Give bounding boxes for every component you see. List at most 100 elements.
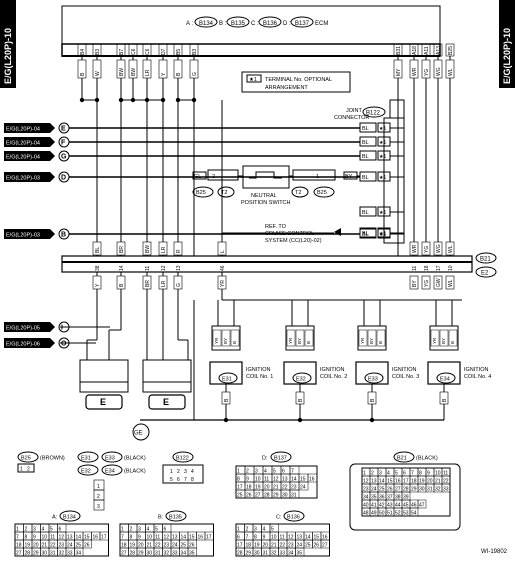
b137-pin: 9 (246, 477, 249, 483)
coil-title-1: IGNITION (464, 367, 488, 373)
coil-pin-wire: B (232, 341, 237, 344)
ref-letter: D (61, 175, 66, 182)
joint-connector-id: B122 (366, 111, 381, 117)
ref-tag-label: E/G(L20P)-04 (6, 141, 40, 147)
b134-pin: 10 (42, 535, 48, 541)
cruise-ref-2: CRUISE CONTROL (265, 231, 314, 237)
svg-text:A :: A : (186, 21, 193, 27)
wire-color-box (445, 275, 455, 290)
ecm-pin-label: C6 (145, 48, 151, 55)
b21-pin: 45 (403, 503, 409, 509)
legend-conn-id: E34 (105, 469, 115, 475)
b137-pin: 11 (264, 477, 269, 483)
coil-pin-box (376, 329, 386, 347)
legend-conn-id: B136 (287, 515, 300, 521)
b21-pin: 5 (395, 471, 398, 477)
b136-pin: 8 (254, 535, 257, 541)
ecm-pin-label: B7 (119, 49, 125, 55)
ground-label: E (100, 397, 106, 407)
ref-letter: B (61, 232, 66, 239)
b135-pin: 4 (147, 527, 150, 533)
coil-title-2: COIL No. 4 (464, 374, 491, 380)
wire-color-label: W (95, 71, 101, 76)
b135-pin: 27 (121, 551, 127, 557)
b137-pin: 26 (246, 493, 252, 499)
coil-pin-box (286, 329, 296, 347)
wire-color-box (158, 241, 168, 256)
b21-pin: 13 (371, 479, 377, 485)
b122-pin: 2 (177, 469, 180, 475)
wire-color-box (173, 241, 183, 256)
b136-pin: 28 (237, 551, 243, 557)
wire-color-label: B (442, 398, 448, 402)
bl-label: BL (362, 231, 369, 237)
b122-pin: 3 (184, 469, 187, 475)
b134-outline (14, 523, 109, 557)
b135-pin: 31 (155, 551, 161, 557)
nps-left-wire: GL (194, 174, 201, 180)
b135-pin: 6 (164, 527, 167, 533)
b137-pin: 19 (255, 485, 261, 491)
wire-color-label: GW (436, 278, 442, 287)
b136-pin: 11 (280, 535, 285, 541)
e2-label: E2 (481, 271, 489, 277)
bl-label: BL (362, 210, 369, 216)
b134-pin: 32 (59, 551, 65, 557)
b21-pin: 39 (403, 495, 409, 501)
wire-color-label: WR (412, 67, 418, 76)
wire-color-label: YR (220, 280, 226, 287)
b21-pin: 2 (371, 471, 374, 477)
b137-pin: 8 (237, 477, 240, 483)
coil-connector (285, 325, 315, 351)
b137-pin: 21 (273, 485, 279, 491)
b136-outline (235, 523, 330, 557)
b134-pin: 28 (25, 551, 31, 557)
b136-pin: 29 (246, 551, 252, 557)
b21-pin: 43 (387, 503, 393, 509)
wire-color-label: B (119, 283, 125, 287)
b122-pin: 5 (170, 477, 173, 483)
b25-body (17, 463, 35, 473)
b137-pin: 2 (246, 469, 249, 475)
b21-color: (BLACK) (416, 456, 438, 462)
coil-pin-wire: BY (223, 338, 228, 344)
harness-pin-label: 12 (161, 265, 167, 271)
legend-conn-ellipse (77, 451, 99, 463)
b21-pin: 49 (371, 511, 377, 517)
ref-tag-label: E/G(L20P)-03 (6, 233, 40, 239)
pin-cell (82, 539, 92, 549)
b21-pin: 42 (379, 503, 385, 509)
legend-conn-id: E32 (81, 469, 91, 475)
bl-box (359, 150, 377, 161)
coil-pin-wire: BY (441, 338, 446, 344)
legend-conn-id: B137 (274, 456, 287, 462)
b135-pin: 16 (198, 535, 204, 541)
coil-pin-box (367, 329, 377, 347)
b137-pin: 30 (282, 493, 288, 499)
b135-pin: 23 (164, 543, 170, 549)
coil-pin-wire: YR (214, 337, 219, 344)
ecm-pin-label: B5 (176, 49, 182, 55)
b134-pin: 24 (67, 543, 73, 549)
joint-connector-line1: JOINT (346, 108, 363, 114)
b135-prefix: B: (158, 515, 164, 521)
b21-pin: 15 (387, 479, 393, 485)
b137-pin: 7 (291, 469, 294, 475)
b21-pin: 16 (395, 479, 401, 485)
wire-color-box (189, 59, 199, 79)
harness-pin-label: 46 (220, 265, 226, 271)
b137-pin: 27 (255, 493, 261, 499)
wire-color-label: BR (119, 246, 125, 253)
legend-conn-id: B25 (21, 456, 31, 462)
b21-pin: 6 (403, 471, 406, 477)
ref-letter: E (61, 126, 66, 133)
wire-color-label: WG (436, 244, 442, 253)
cruise-ref-3: SYSTEM (CC(L20)-02) (265, 238, 322, 244)
b135-pin: 34 (181, 551, 187, 557)
ecm-pin-label: A13 (436, 46, 442, 55)
b136-pin: 20 (263, 543, 269, 549)
wire-color-box (142, 275, 152, 290)
svg-text:C :: C : (251, 21, 259, 27)
bl-box (359, 206, 377, 217)
